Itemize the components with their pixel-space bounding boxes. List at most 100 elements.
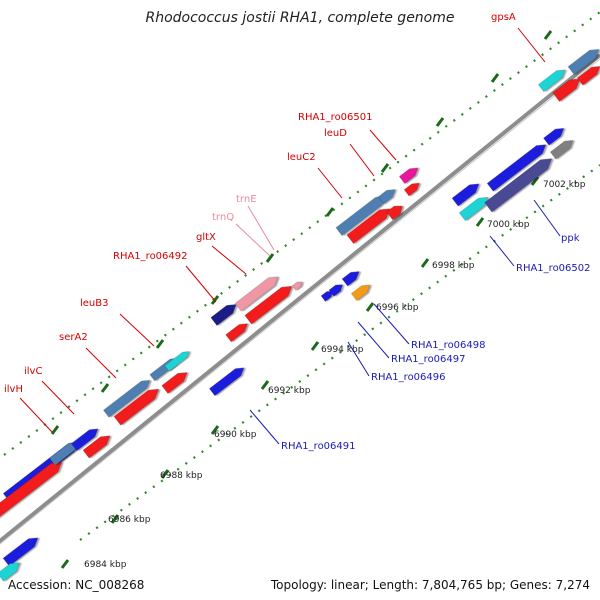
gene-features [0,49,600,582]
gene-label: leuB3 [80,298,109,309]
gene-arrow [0,562,20,582]
gene-arrow [377,189,396,205]
tick-mark [110,514,120,524]
gene-label: RHA1_ro06496 [371,372,446,383]
gene-arrow [552,78,581,102]
gene-arrow [291,281,303,291]
leader-line [235,223,271,257]
gene-arrow [103,379,151,418]
gene-arrow [486,144,547,192]
genome-summary: Topology: linear; Length: 7,804,765 bp; … [270,578,590,592]
tick-mark [160,469,170,479]
leader-line [373,303,410,345]
leader-line [119,313,155,347]
gene-label: RHA1_ro06491 [281,441,356,452]
gene-arrow [451,183,480,207]
gene-arrow [567,49,600,76]
tick-mark [210,425,220,435]
tick-label: 6998 kbp [432,261,475,271]
gene-arrow [234,276,279,312]
dotted-line-1 [3,11,600,456]
leader-line [247,205,275,251]
gene-arrow [210,304,237,326]
gene-label: RHA1_ro06498 [411,340,486,351]
gene-arrow [484,158,553,213]
tick-mark [380,163,390,173]
gene-arrow [386,205,403,221]
gene-label: serA2 [59,332,88,343]
tick-mark [325,207,335,217]
gene-arrow [328,284,343,297]
backbone-upper-highlight [0,58,600,545]
tick-mark [420,258,430,268]
gene-arrow [70,428,99,452]
gene-arrow [161,372,188,394]
gene-arrow [350,284,371,302]
gene-arrow [537,69,566,93]
leader-line [369,129,397,161]
tick-label: 6996 kbp [376,303,419,313]
accession-text: Accession: NC_008268 [8,578,145,592]
leader-line [349,143,375,177]
gene-arrow [398,167,419,185]
leader-line [357,321,390,359]
tick-mark [260,380,270,390]
gene-arrow [0,461,63,519]
gene-label: ilvC [24,366,42,377]
gene-arrow [341,271,360,287]
leader-line [185,265,217,303]
leader-line [249,409,280,445]
map-title: Rhodococcus jostii RHA1, complete genome [145,10,455,26]
leader-line [41,380,75,415]
gene-arrow [225,323,248,343]
leader-line [517,27,546,63]
tick-mark [210,295,220,305]
gene-label: gltX [196,232,216,243]
dotted-line-2 [79,164,600,541]
tick-label: 7000 kbp [487,220,530,230]
gene-label: leuC2 [287,152,316,163]
tick-label: 7002 kbp [543,180,586,190]
gene-label: trnE [236,194,257,205]
gene-label: leuD [324,128,347,139]
tick-mark [365,302,375,312]
gene-arrow [244,285,293,325]
tick-label: 6994 kbp [321,345,364,355]
gene-arrow [164,351,190,372]
gene-label: RHA1_ro06501 [298,112,373,123]
gene-label: gpsA [491,12,516,23]
tick-mark [435,117,445,127]
tick-label: 6992 kbp [268,386,311,396]
gene-arrow [82,435,111,459]
gene-arrow [403,182,420,197]
leader-line [347,341,370,377]
gene-label: RHA1_ro06502 [516,263,591,274]
gene-arrow [543,127,565,146]
leader-line [85,347,117,379]
leader-line [19,397,53,433]
tick-label: 6984 kbp [84,560,127,570]
tick-mark [100,383,110,393]
gene-arrow [549,140,574,160]
gene-label: RHA1_ro06497 [391,354,466,365]
gene-arrow [113,388,160,426]
gene-arrow [2,537,39,567]
tick-mark [265,253,275,263]
tick-label: 6990 kbp [214,430,257,440]
tick-mark [530,176,540,186]
leader-line [489,235,515,267]
gene-label: RHA1_ro06492 [113,251,188,262]
label-leader-lines [19,27,561,445]
leader-line [211,245,247,275]
tick-mark [50,425,60,435]
leader-line [533,199,561,237]
backbone-upper [0,53,600,544]
leader-line [317,167,343,199]
gene-labels: gpsARHA1_ro06501leuDleuC2trnEtrnQgltXRHA… [4,12,591,452]
genome-backbone [0,53,600,545]
gene-arrow [576,66,600,86]
gene-label: ilvH [4,384,23,395]
gene-label: ppk [561,233,580,244]
